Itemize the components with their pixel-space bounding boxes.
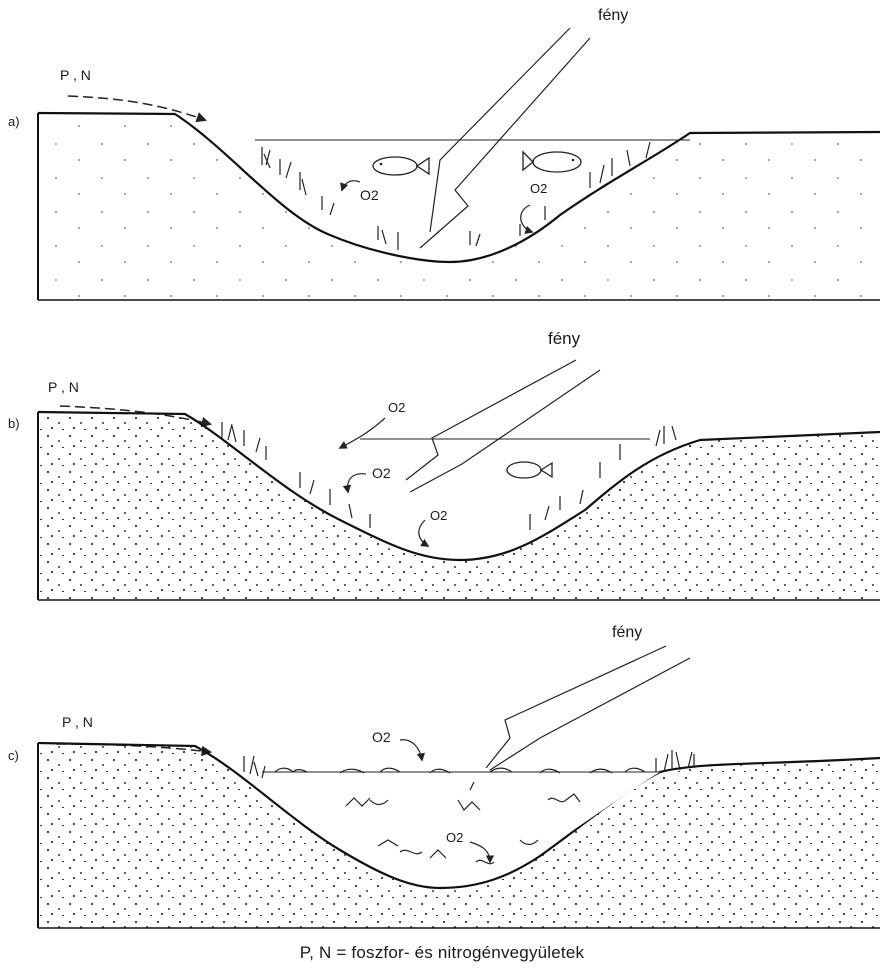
panel-b: b) P , N fény O2 O2 O2 <box>8 329 880 600</box>
panel-c-nutrient-label: P , N <box>62 714 93 730</box>
fish-icon <box>523 152 581 172</box>
oxygen-label: O2 <box>372 729 391 745</box>
panel-c: c) P , N fény O2 O2 <box>8 624 880 928</box>
panel-a-nutrient-label: P , N <box>60 67 91 83</box>
oxygen-label: O2 <box>430 508 447 523</box>
panel-b-light-label: fény <box>548 329 581 348</box>
light-ray-arrow <box>486 646 666 768</box>
panel-c-light-label: fény <box>612 624 642 641</box>
panel-a-label: a) <box>8 114 20 129</box>
oxygen-label: O2 <box>446 830 463 845</box>
fish-icon <box>373 157 429 175</box>
panel-b-label: b) <box>8 416 20 431</box>
oxygen-label: O2 <box>360 187 379 203</box>
panel-a: a) P , N fény O2 O2 <box>8 7 880 300</box>
panel-c-label: c) <box>8 748 19 763</box>
oxygen-label: O2 <box>530 181 547 196</box>
panel-b-nutrient-label: P , N <box>48 379 79 395</box>
legend-caption: P, N = foszfor- és nitrogénvegyületek <box>0 943 884 963</box>
oxygen-label: O2 <box>388 400 405 415</box>
oxygen-label: O2 <box>372 465 391 481</box>
panel-a-light-label: fény <box>598 7 628 24</box>
